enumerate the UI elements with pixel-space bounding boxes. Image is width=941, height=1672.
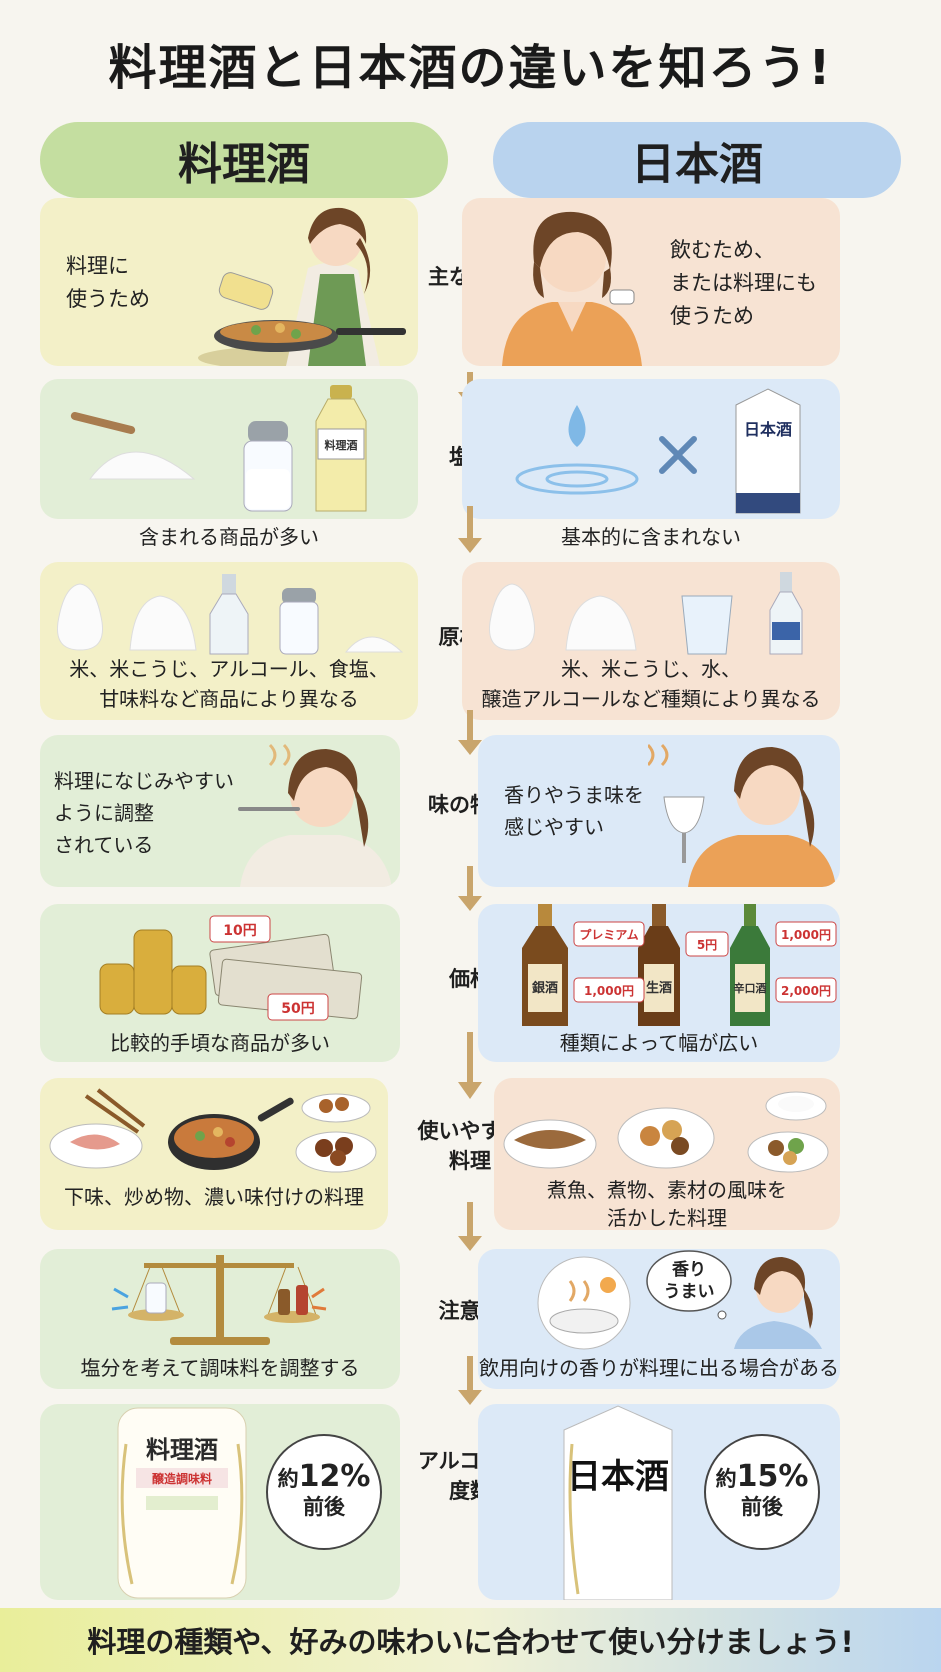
card-left-alcohol: 料理酒 醸造調味料 約12% 前後 <box>40 1404 400 1600</box>
woman-thinking-illustration <box>734 1257 822 1349</box>
alcohol-badge-15: 約15% 前後 <box>704 1434 820 1550</box>
sake-bottles-illustration: 銀酒 生酒 辛口酒 プレミアム 1,000円 5円 1,000円 2,000円 <box>522 904 837 1026</box>
woman-drinking-illustration <box>502 211 642 366</box>
nihonshu-pack-label: 日本酒 <box>567 1457 669 1497</box>
salt-shaker-icon <box>243 421 293 512</box>
price-tag-50: 50円 <box>281 1001 314 1017</box>
nihonshu-pack-illustration: 日本酒 <box>563 1405 673 1600</box>
cooking-sake-pack-sub: 醸造調味料 <box>152 1471 212 1486</box>
alcohol-badge-12: 約12% 前後 <box>266 1434 382 1550</box>
aroma-bowl-illustration <box>537 1256 631 1350</box>
bottle-label-karakuchi: 辛口酒 <box>734 981 767 995</box>
coins-and-bills-illustration: 10円 50円 <box>99 915 363 1021</box>
cooking-sake-bottle-icon: 料理酒 <box>315 385 367 512</box>
card-left-taste: 料理になじみやすいように調整されている <box>40 735 400 887</box>
down-arrow-icon <box>458 1202 482 1251</box>
left-dishes-caption: 下味、炒め物、濃い味付けの料理 <box>64 1185 364 1209</box>
right-purpose-text: 飲むため、または料理にも使うため <box>670 238 817 328</box>
card-right-dishes: 煮魚、煮物、素材の風味を活かした料理 <box>494 1078 840 1230</box>
card-right-alcohol: 日本酒 約15% 前後 <box>478 1404 840 1600</box>
right-caution-caption: 飲用向けの香りが料理に出る場合がある <box>479 1356 839 1380</box>
right-salt-caption: 基本的に含まれない <box>561 525 741 549</box>
down-arrow-icon <box>458 1032 482 1099</box>
card-left-price: 10円 50円 比較的手頃な商品が多い <box>40 904 400 1062</box>
down-arrow-icon <box>458 506 482 553</box>
cooking-sake-pack-label: 料理酒 <box>146 1436 218 1464</box>
header-cooking-sake: 料理酒 <box>40 122 448 198</box>
price-tag-premium: プレミアム <box>579 927 638 942</box>
woman-wine-glass-illustration <box>648 743 836 887</box>
down-arrow-icon <box>458 866 482 911</box>
down-arrow-icon <box>458 710 482 755</box>
ingredients-illustration <box>56 574 404 655</box>
card-left-caution: 塩分を考えて調味料を調整する <box>40 1249 400 1389</box>
thought-bubble-text: 香りうまい <box>663 1260 715 1302</box>
price-tag-1000-b: 1,000円 <box>781 928 831 942</box>
card-right-taste: 香りやうま味を感じやすい <box>478 735 840 887</box>
salt-pile-illustration <box>70 411 196 480</box>
left-purpose-text: 料理に使うため <box>66 254 150 311</box>
page-title: 料理酒と日本酒の違いを知ろう! <box>108 40 833 96</box>
right-dishes-caption: 煮魚、煮物、素材の風味を活かした料理 <box>547 1178 787 1230</box>
left-salt-caption: 含まれる商品が多い <box>139 525 319 549</box>
card-left-salt: 料理酒 <box>40 379 418 519</box>
card-right-salt: 日本酒 <box>462 379 840 519</box>
ingredients-illustration <box>488 572 803 655</box>
price-tag-1000-a: 1,000円 <box>584 984 634 998</box>
woman-cooking-illustration <box>198 207 406 366</box>
bottle-label-namazake: 生酒 <box>646 980 672 996</box>
cooking-sake-bottle-label: 料理酒 <box>325 438 358 452</box>
right-taste-text: 香りやうま味を感じやすい <box>504 783 644 839</box>
nihonshu-carton-icon: 日本酒 <box>735 388 801 514</box>
price-tag-5: 5円 <box>697 938 717 952</box>
left-price-caption: 比較的手頃な商品が多い <box>110 1031 330 1055</box>
nihonshu-carton-label: 日本酒 <box>744 420 792 439</box>
card-left-dishes: 下味、炒め物、濃い味付けの料理 <box>40 1078 388 1230</box>
left-caution-caption: 塩分を考えて調味料を調整する <box>80 1356 360 1380</box>
cooking-sake-pack-illustration: 料理酒 醸造調味料 <box>117 1407 247 1599</box>
bottle-label-ginshu: 銀酒 <box>532 980 558 996</box>
thought-bubble <box>646 1250 732 1320</box>
price-tag-2000: 2,000円 <box>781 984 831 998</box>
card-right-price: 銀酒 生酒 辛口酒 プレミアム 1,000円 5円 1,000円 2,000円 … <box>478 904 840 1062</box>
left-taste-text: 料理になじみやすいように調整されている <box>54 769 234 857</box>
footer-banner: 料理の種類や、好みの味わいに合わせて使い分けましょう! <box>0 1608 941 1672</box>
dishes-illustration <box>503 1091 829 1173</box>
down-arrow-icon <box>458 1356 482 1405</box>
right-price-caption: 種類によって幅が広い <box>559 1031 759 1055</box>
header-nihonshu: 日本酒 <box>493 122 901 198</box>
left-ingredients-text: 米、米こうじ、アルコール、食塩、甘味料など商品により異なる <box>69 657 389 711</box>
cross-mark-icon <box>659 436 697 474</box>
card-right-ingredients: 米、米こうじ、水、醸造アルコールなど種類により異なる <box>462 562 840 720</box>
right-ingredients-text: 米、米こうじ、水、醸造アルコールなど種類により異なる <box>481 657 821 711</box>
card-right-purpose: 飲むため、または料理にも使うため <box>462 198 840 366</box>
water-drop-icon <box>515 405 639 495</box>
card-left-purpose: 料理に使うため <box>40 198 418 366</box>
dishes-illustration <box>49 1088 377 1173</box>
price-tag-10: 10円 <box>223 923 256 939</box>
woman-tasting-illustration <box>238 743 392 887</box>
balance-scale-illustration <box>111 1255 327 1345</box>
card-right-caution: 香りうまい 飲用向けの香りが料理に出る場合がある <box>478 1249 840 1389</box>
card-left-ingredients: 米、米こうじ、アルコール、食塩、甘味料など商品により異なる <box>40 562 418 720</box>
